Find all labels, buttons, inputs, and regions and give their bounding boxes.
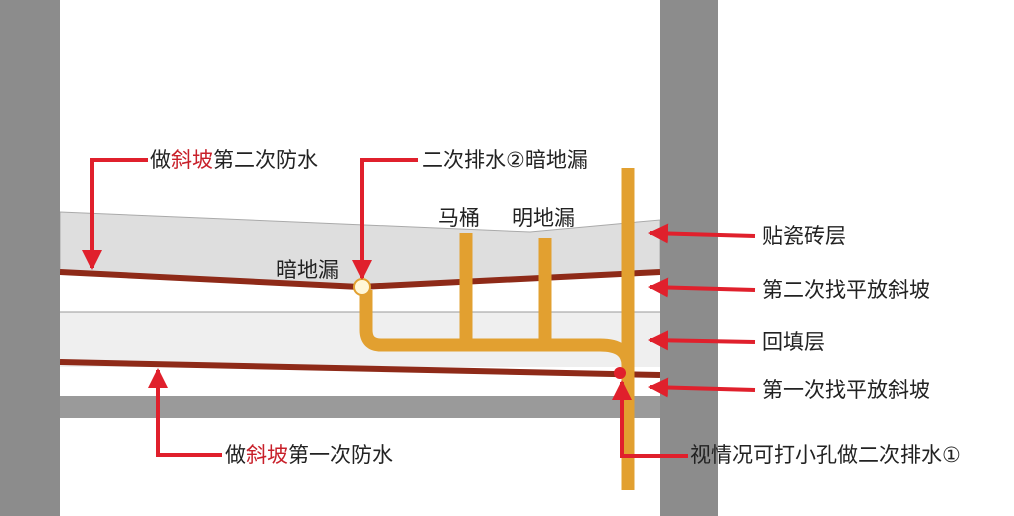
label-drill-hole-drain-1: 视情况可打小孔做二次排水① bbox=[690, 443, 961, 467]
left-wall bbox=[0, 0, 60, 516]
label-text: 第二次防水 bbox=[213, 148, 318, 172]
label-first-waterproof: 做斜坡第一次防水 bbox=[225, 443, 393, 467]
arrow-backfill bbox=[648, 330, 756, 351]
label-text-highlight: 斜坡 bbox=[246, 443, 288, 467]
arrow-first-leveling bbox=[648, 377, 756, 398]
label-text: 做 bbox=[225, 443, 246, 467]
arrow-second-waterproof bbox=[82, 158, 148, 270]
arrow-tile-layer bbox=[648, 223, 756, 244]
drain-pipes bbox=[359, 168, 635, 490]
label-backfill-layer: 回填层 bbox=[762, 330, 825, 354]
arrow-secondary-drain-2 bbox=[352, 158, 418, 280]
arrow-second-leveling bbox=[648, 277, 756, 298]
label-text: 做 bbox=[150, 148, 171, 172]
label-hidden-floor-drain: 暗地漏 bbox=[276, 258, 339, 282]
label-text-highlight: 斜坡 bbox=[171, 148, 213, 172]
label-tile-layer: 贴瓷砖层 bbox=[762, 224, 846, 248]
right-wall bbox=[660, 0, 718, 516]
arrow-drill-hole bbox=[612, 380, 688, 458]
label-second-waterproof: 做斜坡第二次防水 bbox=[150, 148, 318, 172]
label-open-floor-drain: 明地漏 bbox=[512, 206, 575, 230]
label-text: 第一次防水 bbox=[288, 443, 393, 467]
hidden-floor-drain-icon bbox=[353, 278, 371, 296]
floor-slab bbox=[60, 396, 660, 418]
label-secondary-drain-2: 二次排水②暗地漏 bbox=[422, 148, 588, 172]
label-toilet: 马桶 bbox=[438, 206, 480, 230]
drill-hole-icon bbox=[614, 367, 626, 379]
label-first-leveling: 第一次找平放斜坡 bbox=[762, 378, 930, 402]
arrow-first-waterproof bbox=[148, 368, 222, 457]
first-waterproof-membrane bbox=[59, 359, 661, 378]
label-second-leveling: 第二次找平放斜坡 bbox=[762, 278, 930, 302]
